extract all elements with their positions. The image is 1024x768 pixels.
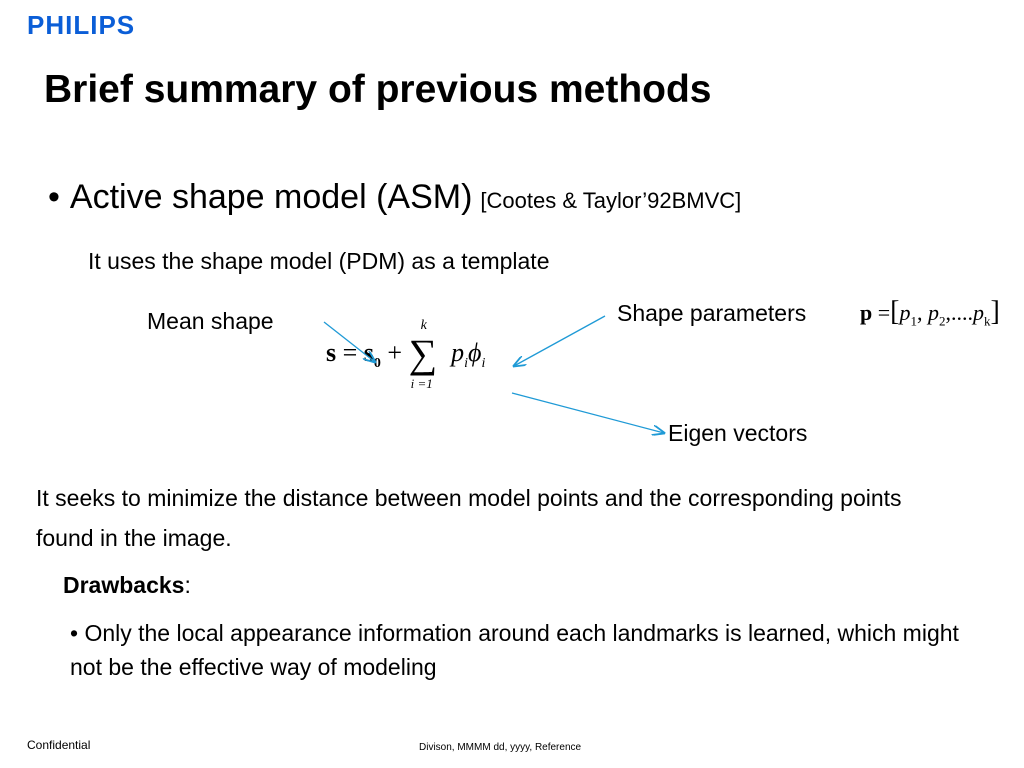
seeks-text: It seeks to minimize the distance betwee… (36, 485, 902, 551)
param-vector-formula: p =[p1, p2,....pk] (860, 296, 1000, 329)
citation: [Cootes & Taylor’92BMVC] (480, 188, 742, 213)
eq-plus: + (387, 338, 403, 367)
p-open: [ (890, 296, 900, 327)
arrow-eigen-vectors (511, 392, 664, 433)
p-sep2: ,.... (945, 300, 974, 325)
eq-term-phi-sub: i (481, 356, 486, 372)
sum-lower: i =1 (410, 376, 433, 392)
p1-sub: 1 (910, 313, 918, 329)
p-close: ] (990, 296, 1000, 327)
bullet-marker: • (48, 178, 60, 216)
sum-upper: k (420, 318, 427, 334)
p-eq: = (877, 300, 891, 325)
drawbacks-label: Drawbacks (63, 572, 185, 598)
p2: p (928, 300, 939, 325)
p1: p (899, 300, 911, 325)
arrow-shape-parameters (514, 315, 606, 366)
eq-lhs: s (326, 338, 337, 367)
eq-term-phi: ϕ (467, 338, 482, 367)
bullet-text: Active shape model (ASM) (69, 178, 473, 216)
sum-symbol: ∑ (408, 331, 438, 377)
label-shape-parameters: Shape parameters (617, 300, 807, 326)
footer-confidential: Confidential (27, 738, 91, 752)
arrow-mean-shape (323, 321, 375, 362)
pk-sub: k (984, 313, 991, 329)
footer-reference: Divison, MMMM dd, yyyy, Reference (419, 742, 582, 753)
p2-sub: 2 (939, 313, 946, 329)
bullet-asm: •Active shape model (ASM) [Cootes & Taylo… (48, 178, 741, 217)
sum-block: k ∑ i =1 (409, 318, 445, 391)
pk: p (973, 300, 984, 325)
eq-term-p: p (451, 338, 465, 367)
drawbacks-colon: : (184, 572, 191, 598)
label-eigen-vectors: Eigen vectors (668, 420, 808, 446)
label-mean-shape: Mean shape (147, 308, 274, 334)
drawback-item: • Only the local appearance information … (70, 620, 959, 680)
uses-text: It uses the shape model (PDM) as a templ… (88, 248, 550, 274)
philips-logo: PHILIPS (27, 10, 136, 40)
eq-term-p-sub: i (464, 356, 468, 372)
p-sep1: , (917, 300, 928, 325)
drawbacks-heading: Drawbacks: (63, 572, 191, 599)
slide-title: Brief summary of previous methods (44, 68, 712, 111)
p-symbol: p (860, 300, 873, 325)
